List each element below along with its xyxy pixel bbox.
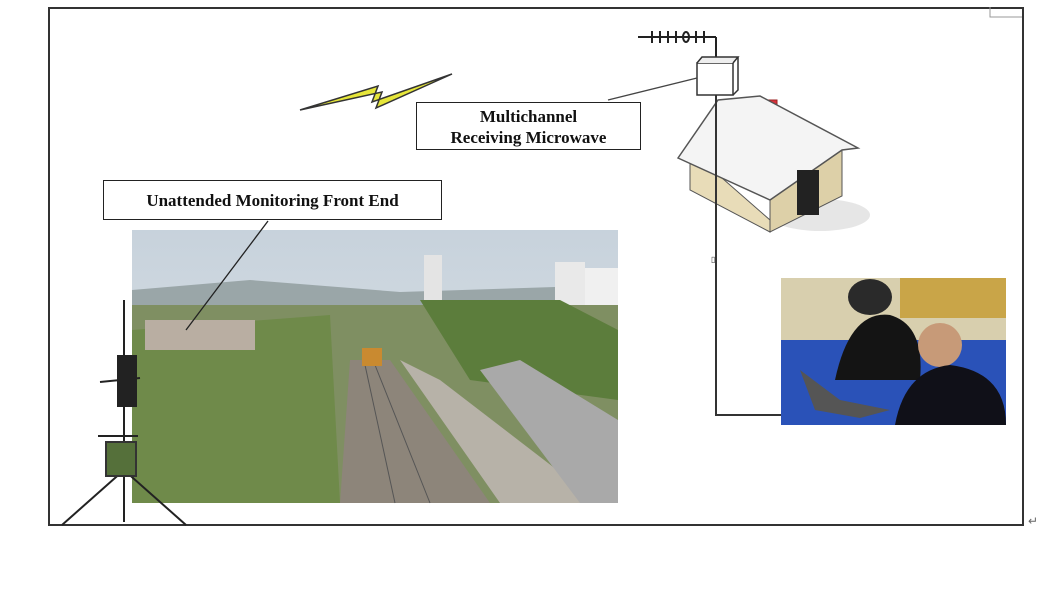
railway-monitoring-photo [132, 230, 618, 504]
cable-line [715, 95, 781, 416]
label-line-2: Receiving Microwave [450, 128, 607, 147]
paragraph-mark: ↵ [1028, 514, 1038, 528]
monitoring-center-photo [781, 278, 1006, 425]
cable-mark: ▯ [711, 255, 715, 264]
yagi-antenna-icon [638, 31, 717, 58]
microwave-receiver-icon [696, 56, 740, 96]
corner-mark [989, 7, 1022, 18]
receiving-microwave-label: Multichannel Receiving Microwave [416, 102, 641, 150]
label-line-1: Multichannel [479, 107, 578, 126]
house-icon [676, 95, 870, 233]
front-end-label: Unattended Monitoring Front End [103, 180, 442, 220]
front-end-callout-line [185, 220, 269, 331]
receiver-callout-line [607, 77, 698, 101]
diagram-frame [48, 7, 1024, 526]
camera-tripod-icon [61, 300, 187, 526]
wireless-signal-icon [299, 73, 453, 111]
